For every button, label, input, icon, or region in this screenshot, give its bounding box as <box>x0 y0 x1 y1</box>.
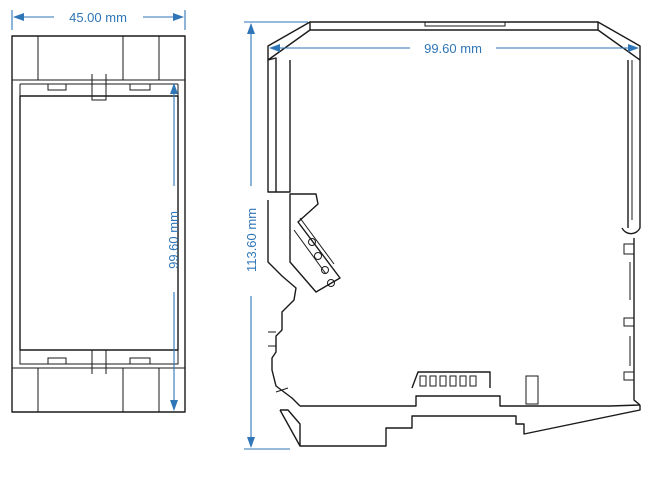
dimension-depth: 99.60 mm <box>269 41 639 56</box>
dimension-total-height-label: 113.60 mm <box>244 208 259 272</box>
front-view <box>11 35 186 413</box>
dimension-width: 45.00 mm <box>11 10 186 30</box>
dimension-width-label: 45.00 mm <box>69 10 127 25</box>
dimension-front-height-label: 99.60 mm <box>166 211 181 269</box>
dimension-depth-label: 99.60 mm <box>424 41 482 56</box>
dimension-total-height: 113.60 mm <box>244 21 308 450</box>
dimension-front-height: 99.60 mm <box>166 83 181 411</box>
side-view <box>267 21 641 447</box>
